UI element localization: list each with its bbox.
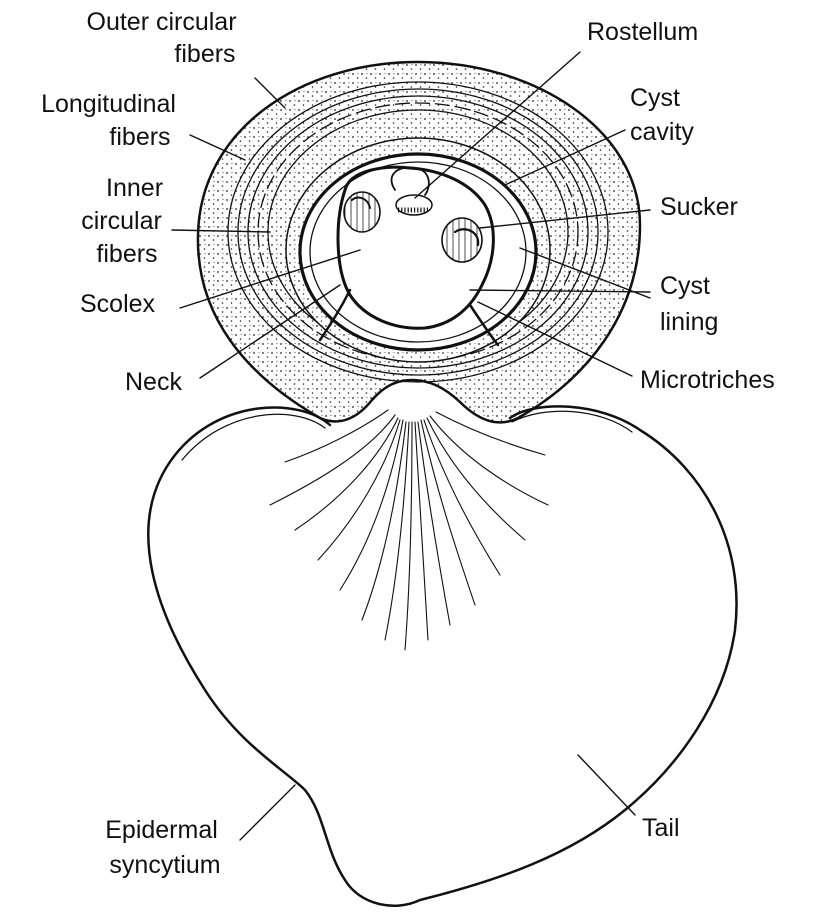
label-cyst-lining: Cyst lining <box>660 272 718 336</box>
label-inner-circular-fibers: Inner circular fibers <box>81 174 170 268</box>
sucker-right <box>442 218 482 262</box>
label-outer-circular-fibers: Outer circular fibers <box>87 8 244 68</box>
tail-fibers <box>270 410 548 650</box>
label-scolex: Scolex <box>80 290 156 318</box>
label-microtriches: Microtriches <box>640 366 775 394</box>
label-tail: Tail <box>642 814 680 842</box>
tail-inner-rim-left <box>182 414 325 460</box>
label-longitudinal-fibers: Longitudinal fibers <box>41 90 183 151</box>
label-neck: Neck <box>125 368 182 396</box>
cyst-lining <box>300 154 536 350</box>
sucker-left <box>344 192 380 232</box>
label-rostellum: Rostellum <box>587 18 698 46</box>
label-cyst-cavity: Cyst cavity <box>630 84 694 146</box>
label-sucker: Sucker <box>660 193 738 221</box>
label-epidermal-syncytium: Epidermal syncytium <box>105 816 225 879</box>
tail-inner-rim-right <box>512 411 632 432</box>
